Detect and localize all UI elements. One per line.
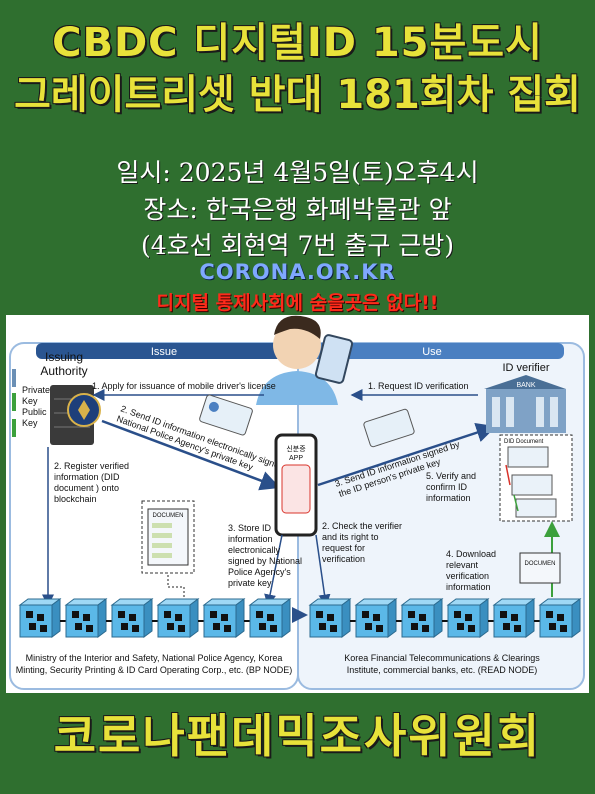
bp-node-line2: Minting, Security Printing & ID Card Ope… [16,665,292,675]
step2c-line3: request for [322,543,365,553]
phone-label-line2: APP [289,455,303,462]
read-node-block [538,598,582,638]
step2b-line4: blockchain [54,494,97,504]
server-icon [50,385,101,445]
read-node-line2: Institute, commercial banks, etc. (READ … [347,665,538,675]
step5-line1: 5. Verify and [426,471,476,481]
step2c-line1: 2. Check the verifier [322,521,402,531]
read-node-block [400,598,444,638]
slogan: 디지털 통제사회에 숨을곳은 없다!! [156,292,439,314]
step-request-text: 1. Request ID verification [368,381,469,391]
doc-connector [167,575,185,599]
step3-line4: signed by National [228,556,302,566]
step2b-line3: document ) onto [54,483,119,493]
phone-label-line1: 신분증 [286,444,306,453]
step3-line1: 3. Store ID [228,523,272,533]
organizer-title: 코로나팬데믹조사위원회 [53,709,542,763]
public-key-line1: Public [22,407,47,417]
person-icon [256,315,354,405]
step1-text: 1. Apply for issuance of mobile driver's… [92,381,276,391]
verify-line-green [513,494,519,512]
did-diagram-svg: Issue Use Issuing Authority [9,315,585,690]
download-doc-icon: DOCUMEN [519,552,561,584]
step2c-line4: verification [322,554,365,564]
arrow-step2c [315,534,331,607]
phone-icon [274,433,318,537]
read-node-block [492,598,536,638]
main-title-line2: 그레이트리셋 반대 181회차 집회 [14,72,581,118]
step5-line3: information [426,493,471,503]
arrow-step3 [264,534,283,607]
bp-node-block [64,598,108,638]
bank-label: BANK [516,382,535,389]
bp-node-block [110,598,154,638]
step3-line5: Police Agency's [228,567,291,577]
read-node-line1: Korea Financial Telecommunications & Cle… [344,653,540,663]
arrow-step2 [101,419,281,491]
step4-line4: information [446,582,491,592]
private-key-line2: Key [22,396,38,406]
issuing-authority-line1: Issuing [45,350,83,364]
public-key-line2: Key [22,418,38,428]
read-node-chain [308,598,582,638]
main-title-line1: CBDC 디지털ID 15분도시 [52,20,543,66]
did-diagram: Issue Use Issuing Authority [6,315,589,693]
id-verifier-label: ID verifier [502,362,549,374]
read-node-block [308,598,352,638]
event-date: 일시: 2025년 4월5일(토)오후4시 [116,158,479,187]
signed-card-icon [363,408,415,448]
issue-header-bar [36,343,288,359]
step3-line6: private key [228,578,272,588]
step4-line1: 4. Download [446,549,496,559]
read-node-block [354,598,398,638]
private-key-line1: Private [22,385,50,395]
event-place: 장소: 한국은행 화폐박물관 앞 [143,195,452,224]
use-header-bar [308,343,564,359]
issue-label: Issue [151,346,177,358]
bp-node-block [18,598,62,638]
bp-node-block [248,598,292,638]
verify-line-red [505,464,511,486]
step4-line3: verification [446,571,489,581]
bp-node-line1: Ministry of the Interior and Safety, Nat… [26,653,283,663]
use-label: Use [422,346,442,358]
documen-label-2: DOCUMEN [525,561,556,567]
key-icon [12,369,16,437]
did-document-icon: DOCUMEN [141,500,195,574]
bp-node-block [156,598,200,638]
step2b-line2: information (DID [54,472,120,482]
bp-node-block [202,598,246,638]
issuing-authority-line2: Authority [40,364,87,378]
did-document-small: DID Document [504,439,544,445]
bank-icon: BANK [484,375,566,433]
website-link[interactable]: CORONA.OR.KR [199,260,396,284]
step2c-line2: and its right to [322,532,379,542]
step3-line3: electronically [228,545,281,555]
bp-node-chain [18,598,292,638]
documen-label: DOCUMEN [153,513,184,519]
arrow-step3b [317,422,497,487]
step3-line2: information [228,534,273,544]
step5-line2: confirm ID [426,482,468,492]
id-card-icon [199,394,253,436]
read-node-block [446,598,490,638]
event-directions: (4호선 회현역 7번 출구 근방) [140,231,455,260]
step2b-line1: 2. Register verified [54,461,129,471]
step4-line2: relevant [446,560,479,570]
